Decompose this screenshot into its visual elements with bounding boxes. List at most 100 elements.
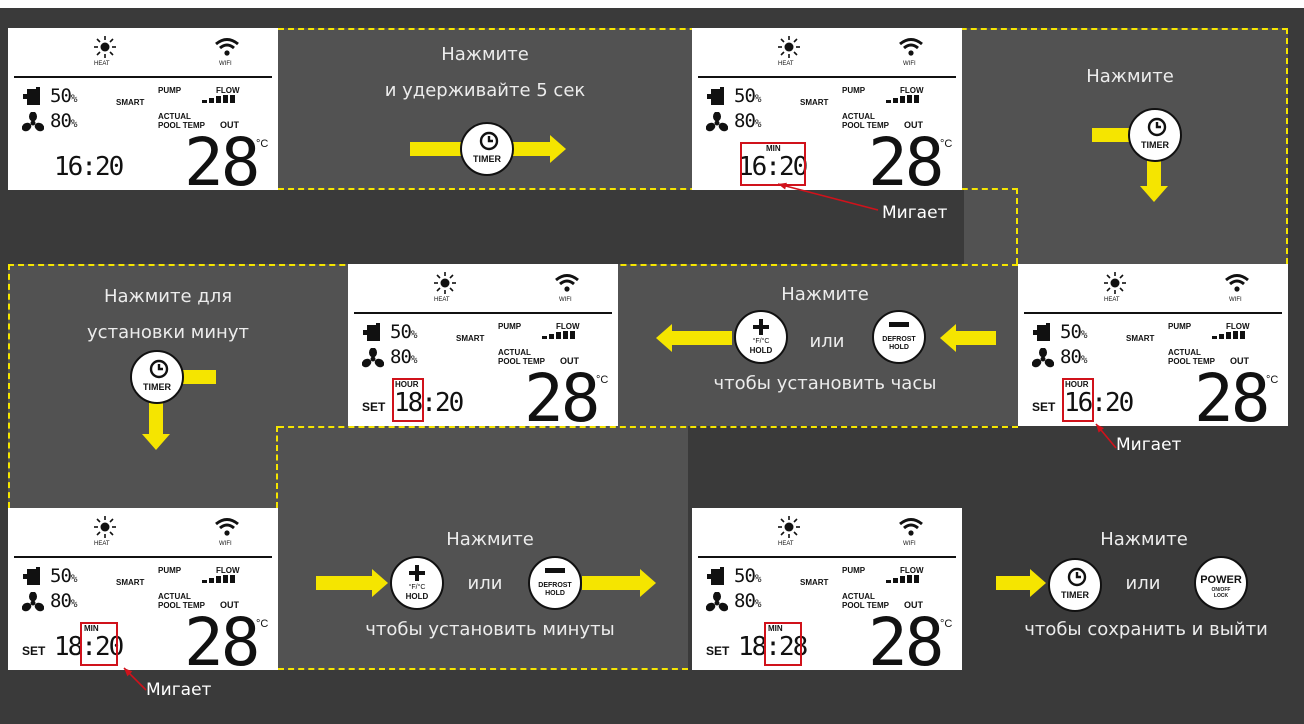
dash-line xyxy=(278,668,688,670)
pump-icon xyxy=(363,323,380,341)
step5-or: или xyxy=(467,573,503,594)
plus-icon xyxy=(409,565,425,581)
pointer-line xyxy=(777,183,879,211)
pump-percent: 50% xyxy=(734,565,761,587)
unit-label: °C xyxy=(596,374,609,386)
pump-icon xyxy=(707,567,724,585)
timer-button[interactable]: TIMER xyxy=(1048,558,1102,612)
out-label: OUT xyxy=(904,120,923,130)
minus-icon xyxy=(889,322,909,327)
fan-percent: 80% xyxy=(1060,346,1087,368)
actual-label: ACTUAL xyxy=(842,592,875,601)
power-button[interactable]: POWER ON/OFF LOCK xyxy=(1194,556,1248,610)
step5-line2: чтобы установить минуты xyxy=(365,619,615,640)
hour-highlight xyxy=(1062,378,1094,422)
temperature-value: 28 xyxy=(868,124,945,191)
dash-line xyxy=(278,188,1018,190)
pump-label: PUMP xyxy=(498,322,522,331)
timer-button[interactable]: TIMER xyxy=(1128,108,1182,162)
set-label: SET xyxy=(22,644,46,658)
divider xyxy=(698,76,956,78)
plus-button[interactable]: °F/°C HOLD xyxy=(734,310,788,364)
sun-icon xyxy=(778,516,800,538)
clock-icon xyxy=(149,359,169,379)
arrow-icon xyxy=(954,331,996,345)
min-label: MIN xyxy=(766,144,781,153)
heat-label: HEAT xyxy=(94,541,110,547)
temperature-value: 28 xyxy=(1194,360,1271,427)
wifi-icon xyxy=(215,518,239,536)
flow-bars xyxy=(1212,331,1245,339)
flow-label: FLOW xyxy=(216,566,240,575)
set-label: SET xyxy=(362,400,386,414)
wifi-icon xyxy=(899,518,923,536)
flow-label: FLOW xyxy=(900,566,924,575)
timer-label: TIMER xyxy=(143,382,171,392)
pump-percent: 50% xyxy=(390,321,417,343)
flow-label: FLOW xyxy=(216,86,240,95)
dash-line xyxy=(8,264,10,508)
hour-label: HOUR xyxy=(395,380,419,389)
arrow-icon xyxy=(550,135,566,163)
step6-line1: Нажмите xyxy=(1100,529,1188,550)
timer-label: TIMER xyxy=(1061,590,1089,600)
smart-label: SMART xyxy=(800,578,829,587)
pump-label: PUMP xyxy=(842,86,866,95)
plus-top-label: °F/°C xyxy=(408,584,426,591)
sun-icon xyxy=(778,36,800,58)
pump-percent: 50% xyxy=(734,85,761,107)
pool-temp-label: POOL TEMP xyxy=(842,121,889,130)
arrow-icon xyxy=(1140,186,1168,202)
timer-button[interactable]: TIMER xyxy=(460,122,514,176)
power-sub-label: ON/OFF LOCK xyxy=(1211,587,1231,599)
timer-button[interactable]: TIMER xyxy=(130,350,184,404)
lcd-panel-5: HEAT WIFI 50% 80% SMART PUMP FLOW ACTUAL… xyxy=(8,508,278,670)
minus-button[interactable]: DEFROST HOLD xyxy=(528,556,582,610)
step5-line1: Нажмите xyxy=(446,529,534,550)
arrow-icon xyxy=(142,434,170,450)
out-label: OUT xyxy=(560,356,579,366)
temperature-value: 28 xyxy=(184,124,261,191)
pool-temp-label: POOL TEMP xyxy=(498,357,545,366)
lcd-panel-4: HEAT WIFI 50% 80% SMART PUMP FLOW ACTUAL… xyxy=(348,264,618,426)
dash-line xyxy=(276,426,278,508)
fan-percent: 80% xyxy=(734,590,761,612)
pump-percent: 50% xyxy=(1060,321,1087,343)
hour-label: HOUR xyxy=(1065,380,1089,389)
arrow-icon xyxy=(316,576,374,590)
arrow-icon xyxy=(1030,569,1046,597)
step1-line1: Нажмите xyxy=(441,44,529,65)
smart-label: SMART xyxy=(800,98,829,107)
min-label: MIN xyxy=(768,624,783,633)
pointer-arrowhead xyxy=(124,668,133,677)
pump-label: PUMP xyxy=(1168,322,1192,331)
clock-value: 16:20 xyxy=(738,152,808,182)
wifi-icon xyxy=(899,38,923,56)
clock-value: 16:20 xyxy=(54,152,124,182)
arrow-icon xyxy=(149,402,163,436)
out-label: OUT xyxy=(1230,356,1249,366)
blink-note-3: Мигает xyxy=(146,680,212,700)
set-label: SET xyxy=(1032,400,1056,414)
out-label: OUT xyxy=(220,600,239,610)
arrow-icon xyxy=(996,576,1032,590)
set-label: SET xyxy=(706,644,730,658)
fan-icon xyxy=(22,592,44,612)
minus-button[interactable]: DEFROST HOLD xyxy=(872,310,926,364)
minus-top-label: DEFROST xyxy=(538,582,572,589)
fan-percent: 80% xyxy=(734,110,761,132)
wifi-label: WIFI xyxy=(1229,297,1242,303)
fan-icon xyxy=(706,112,728,132)
minute-highlight xyxy=(764,622,802,666)
flow-bars xyxy=(202,95,235,103)
step4-line2: установки минут xyxy=(87,322,249,343)
actual-label: ACTUAL xyxy=(1168,348,1201,357)
unit-label: °C xyxy=(256,618,269,630)
plus-bottom-label: HOLD xyxy=(405,592,429,601)
arrow-icon xyxy=(640,569,656,597)
lcd-panel-2: HEAT WIFI 50% 80% SMART PUMP FLOW ACTUAL… xyxy=(692,28,962,190)
dash-line xyxy=(1286,28,1288,264)
smart-label: SMART xyxy=(116,98,145,107)
plus-button[interactable]: °F/°C HOLD xyxy=(390,556,444,610)
